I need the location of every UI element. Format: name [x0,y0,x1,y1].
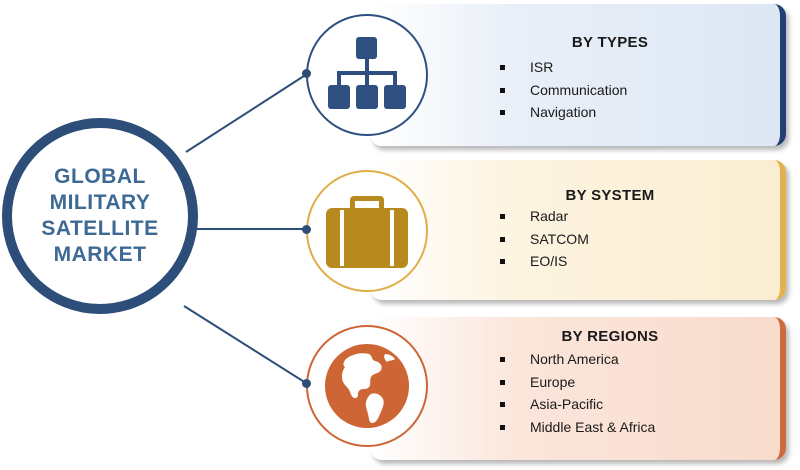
segment-card-types: BY TYPES ISR Communication Navigation [370,4,786,146]
list-item: Radar [500,205,589,228]
segment-title-types: BY TYPES [571,34,649,51]
hub-title-line: GLOBAL [54,165,146,188]
list-item: Europe [500,371,655,394]
list-item: SATCOM [500,228,589,251]
hub-title-line: SATELLITE [41,217,159,240]
segment-title-regions: BY REGIONS [561,328,659,345]
segment-list-system: Radar SATCOM EO/IS [500,205,589,273]
globe-icon [325,344,409,428]
list-item: Middle East & Africa [500,416,655,439]
connector-line-types [185,73,308,153]
segment-card-system: BY SYSTEM Radar SATCOM EO/IS [370,160,786,300]
list-item: Navigation [500,101,627,124]
market-hub: GLOBAL MILITARY SATELLITE MARKET [2,118,198,314]
connector-dot-regions [302,379,311,388]
list-item: North America [500,348,655,371]
icon-circle-system [306,170,428,292]
briefcase-icon [326,196,408,268]
list-item: EO/IS [500,250,589,273]
segment-list-types: ISR Communication Navigation [500,56,627,124]
segment-list-regions: North America Europe Asia-Pacific Middle… [500,348,655,438]
connector-dot-types [302,69,311,78]
hub-title-line: MARKET [53,243,147,266]
hub-title-line: MILITARY [49,191,151,214]
list-item: Asia-Pacific [500,393,655,416]
segment-card-regions: BY REGIONS North America Europe Asia-Pac… [370,317,786,460]
hierarchy-icon [328,37,406,109]
list-item: ISR [500,56,627,79]
connector-dot-system [302,225,311,234]
icon-circle-types [306,14,428,136]
icon-circle-regions [306,325,428,447]
list-item: Communication [500,79,627,102]
connector-line-regions [183,305,307,384]
segment-title-system: BY SYSTEM [565,187,655,204]
